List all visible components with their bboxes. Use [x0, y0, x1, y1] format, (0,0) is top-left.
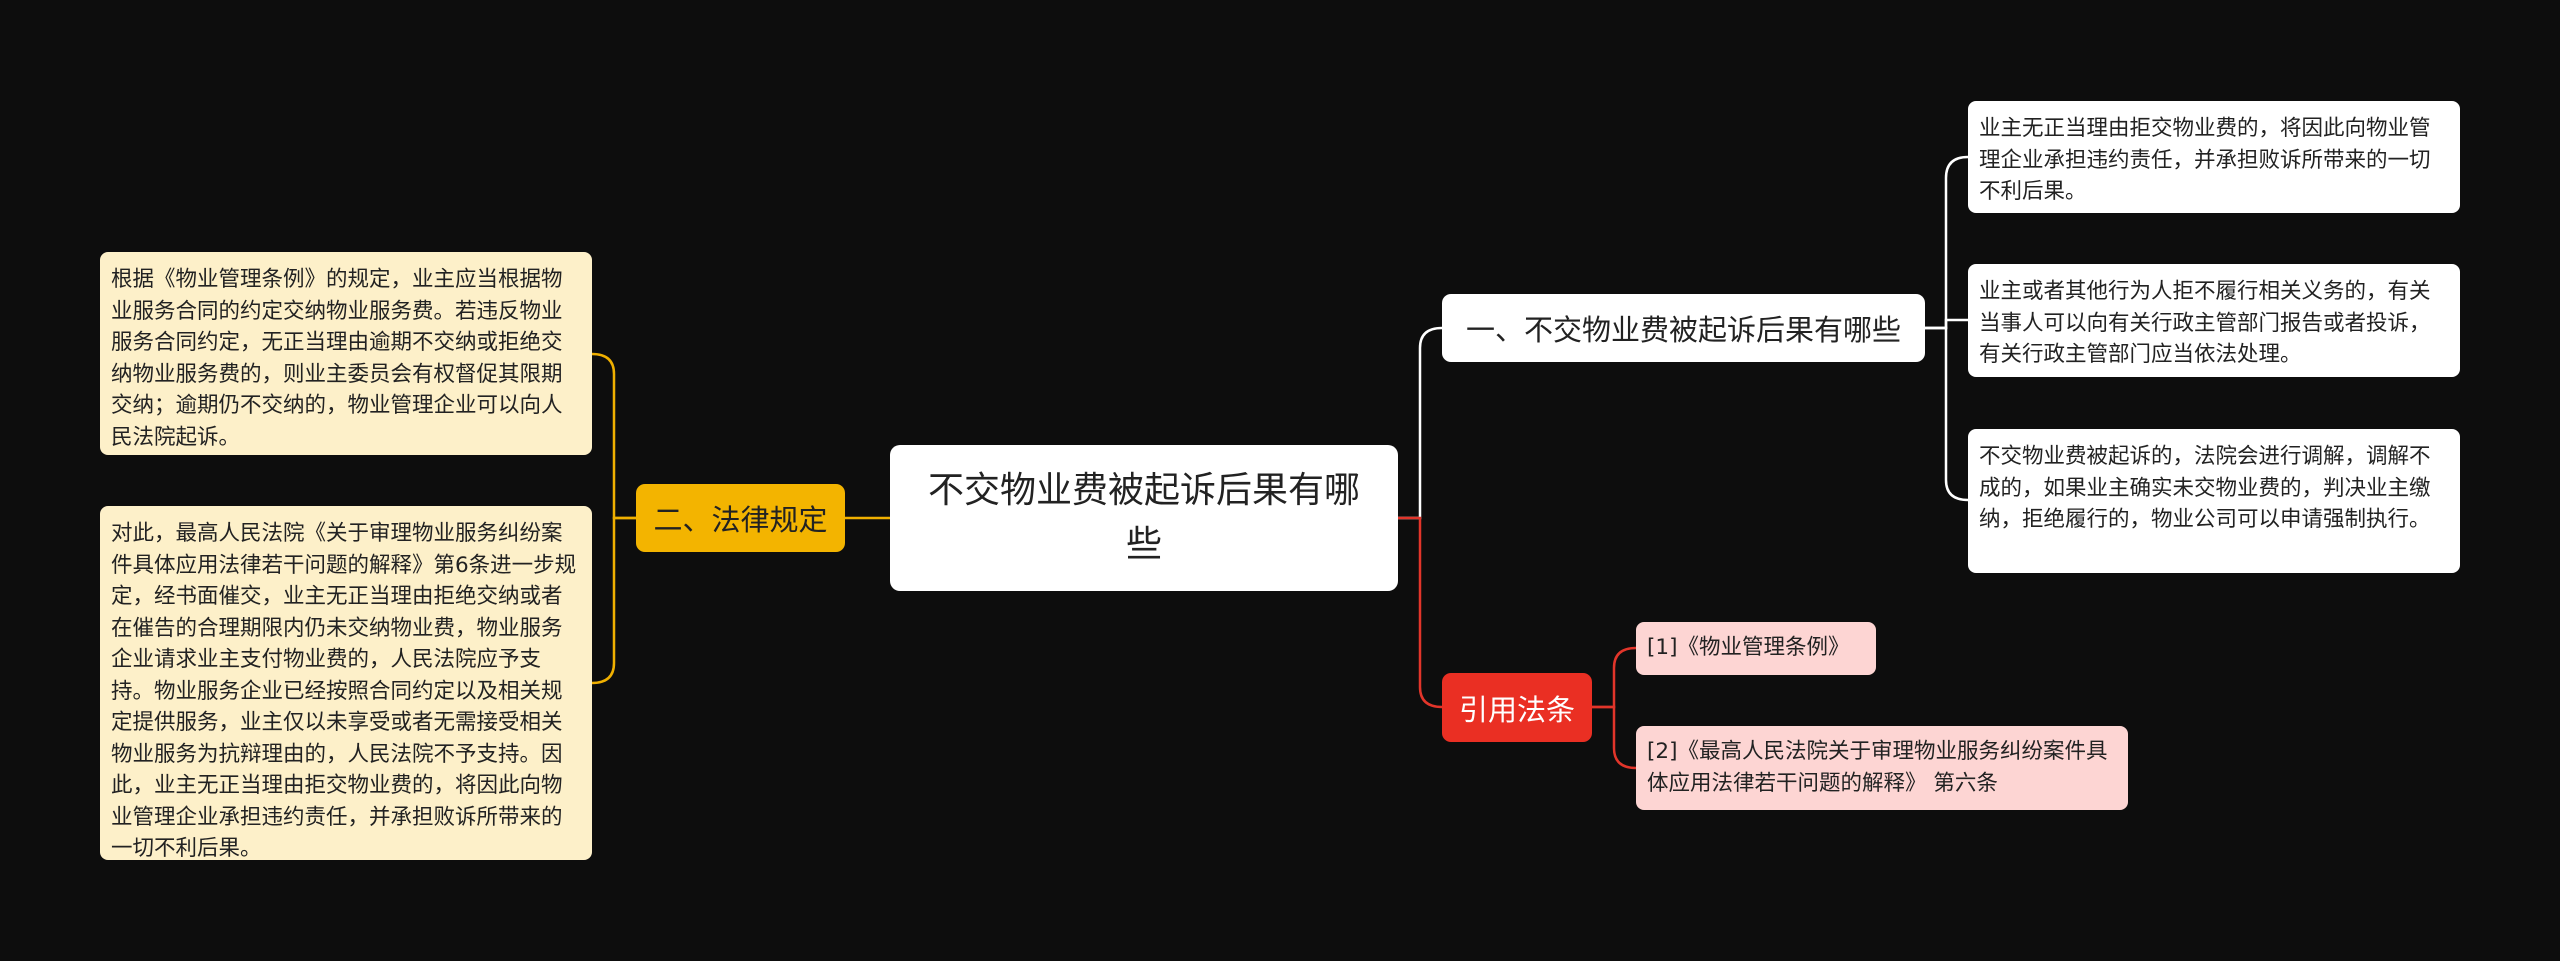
- leaf-cited-law-1-text: [1]《物业管理条例》: [1647, 635, 1850, 660]
- leaf-legal-provision-2-text: 对此，最高人民法院《关于审理物业服务纠纷案件具体应用法律若干问题的解释》第6条进…: [111, 521, 577, 860]
- leaf-consequence-3-text: 不交物业费被起诉的，法院会进行调解，调解不成的，如果业主确实未交物业费的，判决业…: [1979, 444, 2431, 532]
- connector-center-branch-1: [1398, 326, 1443, 520]
- branch-consequences[interactable]: 一、不交物业费被起诉后果有哪些: [1442, 294, 1925, 362]
- leaf-consequence-2-text: 业主或者其他行为人拒不履行相关义务的，有关当事人可以向有关行政主管部门报告或者投…: [1979, 279, 2431, 367]
- leaf-cited-law-1[interactable]: [1]《物业管理条例》: [1636, 622, 1876, 675]
- central-topic[interactable]: 不交物业费被起诉后果有哪些: [890, 445, 1398, 591]
- leaf-consequence-1[interactable]: 业主无正当理由拒交物业费的，将因此向物业管理企业承担违约责任，并承担败诉所带来的…: [1968, 101, 2460, 213]
- leaf-legal-provision-1-text: 根据《物业管理条例》的规定，业主应当根据物业服务合同的约定交纳物业服务费。若违反…: [111, 267, 563, 450]
- central-topic-label: 不交物业费被起诉后果有哪些: [927, 470, 1360, 565]
- connector-branch-3-leaf-2: [591, 516, 636, 685]
- connector-branch-1-leaf-2: [1925, 318, 1968, 330]
- leaf-consequence-3[interactable]: 不交物业费被起诉的，法院会进行调解，调解不成的，如果业主确实未交物业费的，判决业…: [1968, 429, 2460, 573]
- leaf-legal-provision-1[interactable]: 根据《物业管理条例》的规定，业主应当根据物业服务合同的约定交纳物业服务费。若违反…: [100, 252, 592, 455]
- branch-legal-provisions[interactable]: 二、法律规定: [636, 484, 845, 552]
- connector-branch-1-leaf-1: [1925, 155, 1969, 330]
- leaf-consequence-2[interactable]: 业主或者其他行为人拒不履行相关义务的，有关当事人可以向有关行政主管部门报告或者投…: [1968, 264, 2460, 377]
- connector-branch-3-leaf-1: [591, 352, 636, 520]
- leaf-legal-provision-2[interactable]: 对此，最高人民法院《关于审理物业服务纠纷案件具体应用法律若干问题的解释》第6条进…: [100, 506, 592, 860]
- branch-cited-laws[interactable]: 引用法条: [1442, 673, 1592, 742]
- branch-cited-laws-label: 引用法条: [1458, 692, 1575, 727]
- connector-branch-2-leaf-2: [1592, 705, 1637, 770]
- branch-legal-provisions-label: 二、法律规定: [653, 503, 828, 537]
- connector-center-branch-2: [1398, 516, 1443, 709]
- connector-branch-2-leaf-1: [1592, 646, 1637, 709]
- leaf-cited-law-2-text: [2]《最高人民法院关于审理物业服务纠纷案件具体应用法律若干问题的解释》 第六条: [1647, 739, 2108, 796]
- leaf-consequence-1-text: 业主无正当理由拒交物业费的，将因此向物业管理企业承担违约责任，并承担败诉所带来的…: [1979, 116, 2431, 204]
- connector-branch-1-leaf-3: [1925, 326, 1969, 502]
- leaf-cited-law-2[interactable]: [2]《最高人民法院关于审理物业服务纠纷案件具体应用法律若干问题的解释》 第六条: [1636, 726, 2128, 810]
- branch-consequences-label: 一、不交物业费被起诉后果有哪些: [1465, 313, 1901, 347]
